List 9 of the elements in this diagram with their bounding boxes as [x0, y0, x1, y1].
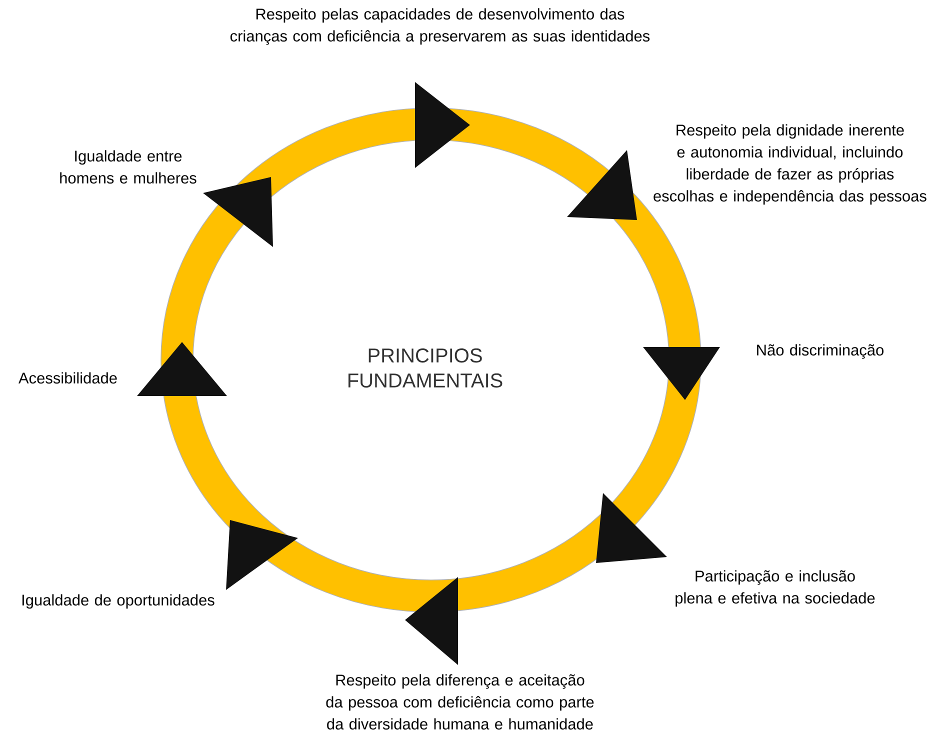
principle-label: Respeito pela dignidade inerente e autonomia individual, incluindo liberdade de fazer as próprias escolhas e independência das pessoas — [654, 124, 926, 205]
principle-label: Participação e inclusão plena e efetiva na sociedade — [676, 570, 875, 607]
principle-label: Igualdade entre homens e mulheres — [60, 150, 196, 184]
principle-label: Igualdade de oportunidades — [22, 594, 214, 609]
principle-label: Não discriminação — [757, 344, 884, 359]
principle-label: Respeito pelas capacidades de desenvolvimento das crianças com deficiência a preservarem as suas identidades — [230, 8, 650, 45]
center-title: PRINCIPIOS FUNDAMENTAIS — [348, 348, 502, 388]
principle-label: Respeito pela diferença e aceitação da pessoa com deficiência como parte da diversidade humana e humanidade — [326, 674, 594, 730]
principle-label: Acessibilidade — [18, 372, 117, 384]
